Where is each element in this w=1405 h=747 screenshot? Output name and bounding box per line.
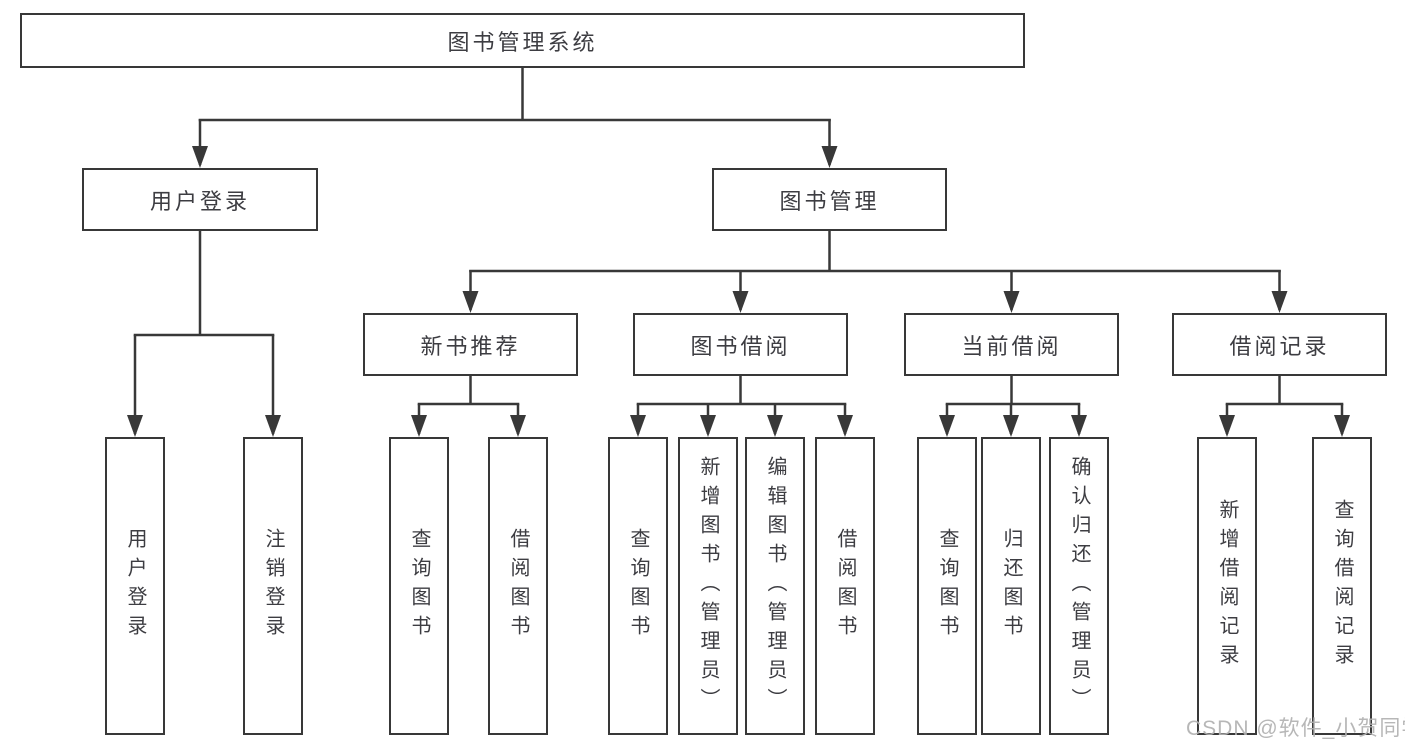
leaf-bb-edit-books: 编辑图书（管理员） <box>745 437 805 735</box>
leaf-bb-add-books: 新增图书（管理员） <box>678 437 738 735</box>
leaf-bb-borrow-books: 借阅图书 <box>815 437 875 735</box>
leaf-user-login: 用户登录 <box>105 437 165 735</box>
leaf-nb-query-books-label: 查询图书 <box>408 528 430 644</box>
node-borrow-records-label: 借阅记录 <box>1229 333 1330 359</box>
node-current-borrow-label: 当前借阅 <box>961 333 1062 359</box>
leaf-br-query-record-label: 查询借阅记录 <box>1331 499 1353 673</box>
trunk-root <box>198 68 831 122</box>
leaf-bb-edit-books-label: 编辑图书（管理员） <box>764 455 786 717</box>
trunk-borrow-records <box>1225 376 1344 406</box>
leaf-nb-borrow-books: 借阅图书 <box>488 437 548 735</box>
leaf-user-login-label: 用户登录 <box>124 528 146 644</box>
leaf-cb-confirm-return: 确认归还（管理员） <box>1049 437 1109 735</box>
watermark: CSDN @软件_小贺同学 <box>1186 717 1405 740</box>
leaf-cb-return-books: 归还图书 <box>981 437 1041 735</box>
node-root: 图书管理系统 <box>20 13 1025 68</box>
node-current-borrow: 当前借阅 <box>904 313 1119 376</box>
node-borrow-records: 借阅记录 <box>1172 313 1387 376</box>
leaf-cb-query-books: 查询图书 <box>917 437 977 735</box>
node-book-borrow-label: 图书借阅 <box>690 333 791 359</box>
leaf-cb-query-books-label: 查询图书 <box>936 528 958 644</box>
node-user-login-label: 用户登录 <box>149 188 250 214</box>
node-book-mgmt-label: 图书管理 <box>779 188 880 214</box>
node-new-book-rec-label: 新书推荐 <box>420 333 521 359</box>
node-root-label: 图书管理系统 <box>447 29 598 55</box>
leaf-bb-query-books: 查询图书 <box>608 437 668 735</box>
leaf-logout-label: 注销登录 <box>262 528 284 644</box>
node-book-mgmt: 图书管理 <box>712 168 947 231</box>
leaf-cb-return-books-label: 归还图书 <box>1000 528 1022 644</box>
leaf-br-add-record-label: 新增借阅记录 <box>1216 499 1238 673</box>
trunk-user-login <box>133 231 275 337</box>
leaf-bb-query-books-label: 查询图书 <box>627 528 649 644</box>
leaf-br-add-record: 新增借阅记录 <box>1197 437 1257 735</box>
trunk-book-mgmt <box>469 231 1281 273</box>
node-book-borrow: 图书借阅 <box>633 313 848 376</box>
leaf-cb-confirm-return-label: 确认归还（管理员） <box>1068 455 1090 717</box>
node-user-login: 用户登录 <box>82 168 318 231</box>
trunk-current-borrow <box>945 376 1081 406</box>
trunk-book-borrow <box>636 376 847 406</box>
leaf-bb-borrow-books-label: 借阅图书 <box>834 528 856 644</box>
leaf-nb-query-books: 查询图书 <box>389 437 449 735</box>
node-new-book-rec: 新书推荐 <box>363 313 578 376</box>
trunk-new-book-rec <box>417 376 520 406</box>
leaf-logout: 注销登录 <box>243 437 303 735</box>
leaf-br-query-record: 查询借阅记录 <box>1312 437 1372 735</box>
leaf-nb-borrow-books-label: 借阅图书 <box>507 528 529 644</box>
leaf-bb-add-books-label: 新增图书（管理员） <box>697 455 719 717</box>
